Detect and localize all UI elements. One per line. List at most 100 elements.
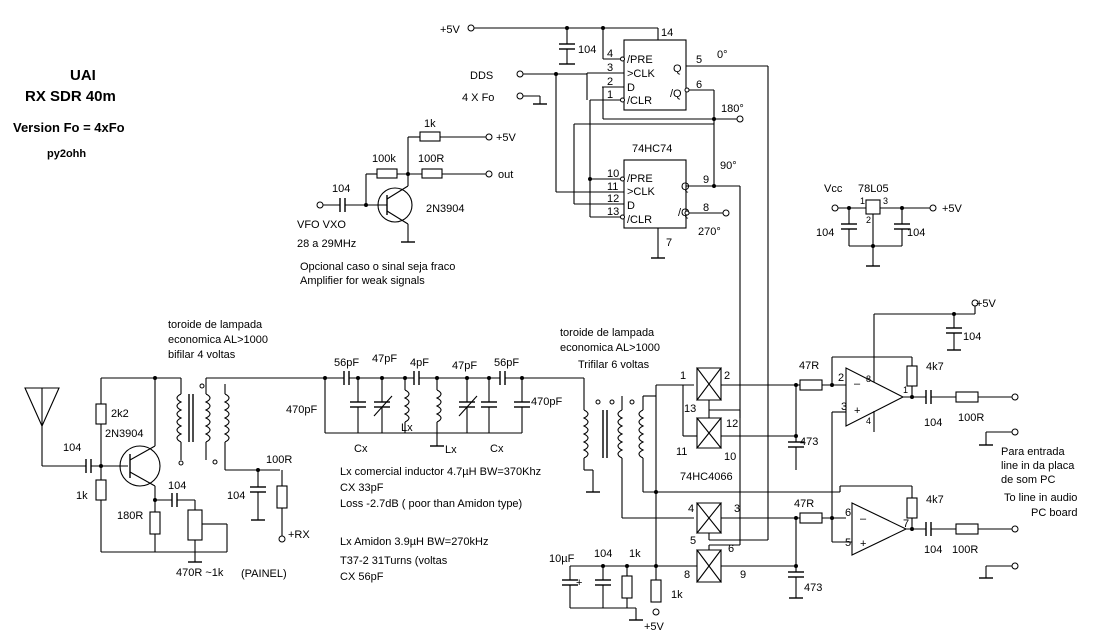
op2-pin-5: 5 xyxy=(845,537,851,549)
analog-switch: 1 2 13 12 11 10 74HC4066 4 3 5 xyxy=(656,367,800,583)
reg-pin-1: 1 xyxy=(860,196,865,206)
reg-78l05 xyxy=(865,199,881,215)
cap-104-out2: 104 xyxy=(924,544,942,556)
op1-pin-2: 2 xyxy=(838,372,844,384)
lx-label-1: Lx xyxy=(401,422,413,434)
cap-104-emitter: 104 xyxy=(168,480,186,492)
op1-pin-4: 4 xyxy=(866,416,871,426)
op2-pin-7: 7 xyxy=(903,518,909,530)
title-uai: UAI xyxy=(70,67,96,84)
r-100r-amp: 100R xyxy=(418,153,444,165)
transistor-input xyxy=(119,445,161,487)
cap-10uf-polarity: + xyxy=(576,577,582,589)
cap-10uf: 10µF xyxy=(549,553,575,565)
r-1k-bias-top: 1k xyxy=(629,548,641,560)
toroid-out-note-3: Trifilar 6 voltas xyxy=(578,359,650,371)
phase-270: 270° xyxy=(698,226,721,238)
cap-104-rx: 104 xyxy=(227,490,245,502)
pin-num-5: 5 xyxy=(696,54,702,66)
cap-104-out1: 104 xyxy=(924,417,942,429)
note-out-pt-1: Para entrada xyxy=(1001,446,1065,458)
cap-470-out: 470pF xyxy=(531,396,562,408)
cap-56-out: 56pF xyxy=(494,357,519,369)
transistor-vfo-label: 2N3904 xyxy=(426,203,465,215)
ic-74hc74-label: 74HC74 xyxy=(632,143,672,155)
opamp-stage-1: 47R 2 473 – + 8 4 3 +5V 104 4k xyxy=(788,298,1019,486)
pin-num-6: 6 xyxy=(696,79,702,91)
r-100r-out2: 100R xyxy=(952,544,978,556)
toroid-in-note-2: economica AL>1000 xyxy=(168,334,268,346)
reg-pin-3: 3 xyxy=(883,196,888,206)
vfo-label: VFO VXO xyxy=(297,219,346,231)
pin-num-12: 12 xyxy=(607,193,619,205)
pin-q-a: Q xyxy=(673,63,682,75)
sw-pin-9: 9 xyxy=(740,569,746,581)
opamp-stage-2: 47R 6 473 – + 5 4k7 7 104 100R xyxy=(788,446,1077,599)
input-stage: 104 2k2 1k 2N3904 104 180R xyxy=(24,376,287,580)
flip-flop-top: +5V 14 104 /PRE >CLK D /CLR Q /Q 4 3 2 1… xyxy=(440,24,769,540)
sw-pin-12: 12 xyxy=(726,418,738,430)
sw-pin-4: 4 xyxy=(688,503,694,515)
vfo-range-label: 28 a 29MHz xyxy=(297,238,356,250)
pin-num-4: 4 xyxy=(607,48,613,60)
note-out-en-2: PC board xyxy=(1031,507,1077,519)
pin-pre-b: /PRE xyxy=(627,173,653,185)
cap-104-ff1: 104 xyxy=(578,44,596,56)
ic-74hc4066-label: 74HC4066 xyxy=(680,471,733,483)
pin-clk-a: >CLK xyxy=(627,68,655,80)
r-100r-out1: 100R xyxy=(958,412,984,424)
pin-14: 14 xyxy=(661,27,673,39)
note-out-en-1: To line in audio xyxy=(1004,492,1077,504)
r-180r-label: 180R xyxy=(117,510,143,522)
pin-clr-b: /CLR xyxy=(627,214,652,226)
cap-470-in: 470pF xyxy=(286,404,317,416)
painel-label: (PAINEL) xyxy=(241,568,287,580)
note-optional-pt: Opcional caso o sinal seja fraco xyxy=(300,261,455,273)
pot-470r[interactable] xyxy=(187,509,203,541)
dds-freq-label: 4 X Fo xyxy=(462,92,494,104)
opamp-2 xyxy=(851,502,908,556)
bandpass-filter: 56pF 4pF 56pF 47pF 47pF 470pF Cx Lx xyxy=(286,353,584,583)
r-1k-bias xyxy=(95,479,107,501)
r-1k-amp: 1k xyxy=(424,118,436,130)
cx-label-1: Cx xyxy=(354,443,368,455)
toroid-out-note-1: toroide de lampada xyxy=(560,327,655,339)
op1-pin-1: 1 xyxy=(903,385,908,395)
dds-label: DDS xyxy=(470,70,493,82)
r-2k2-label: 2k2 xyxy=(111,408,129,420)
pin-clr-a: /CLR xyxy=(627,95,652,107)
toroid-in-note-3: bifilar 4 voltas xyxy=(168,349,236,361)
vcc-terminal-top xyxy=(467,24,475,32)
pin-num-11: 11 xyxy=(607,181,618,193)
r-4k7-1: 4k7 xyxy=(926,361,944,373)
sw-pin-2: 2 xyxy=(724,370,730,382)
r-180r xyxy=(149,511,161,535)
cap-104-opvcc: 104 xyxy=(963,331,981,343)
op-vcc-label: +5V xyxy=(976,298,997,310)
transistor-input-label: 2N3904 xyxy=(105,428,144,440)
op1-pin-8: 8 xyxy=(866,374,871,384)
cap-56-in: 56pF xyxy=(334,357,359,369)
pin-q-b: Q xyxy=(681,181,690,193)
r-100k: 100k xyxy=(372,153,396,165)
note-lx-3: Loss -2.7dB ( poor than Amidon type) xyxy=(340,498,522,510)
bias-network: 10µF 104 1k 1k + xyxy=(549,548,683,621)
op1-minus: – xyxy=(854,378,861,390)
sw-pin-13: 13 xyxy=(684,403,696,415)
phase-90: 90° xyxy=(720,160,737,172)
rx-label: +RX xyxy=(288,529,310,541)
pin-num-9: 9 xyxy=(703,174,709,186)
pin-nq-b: /Q xyxy=(678,207,690,219)
sw-pin-3: 3 xyxy=(734,503,740,515)
r-47r-1: 47R xyxy=(799,360,819,372)
pin-num-3: 3 xyxy=(607,62,613,74)
pin-nq-a: /Q xyxy=(670,88,682,100)
regulator: Vcc 78L05 1 3 2 +5V 104 104 xyxy=(816,183,963,267)
reg-cap-out: 104 xyxy=(907,227,925,239)
r-1k-bias-label: 1k xyxy=(76,490,88,502)
switch-3 xyxy=(695,502,723,534)
switch-4 xyxy=(695,549,723,583)
pin-d-b: D xyxy=(627,200,635,212)
pin-num-1: 1 xyxy=(607,89,613,101)
